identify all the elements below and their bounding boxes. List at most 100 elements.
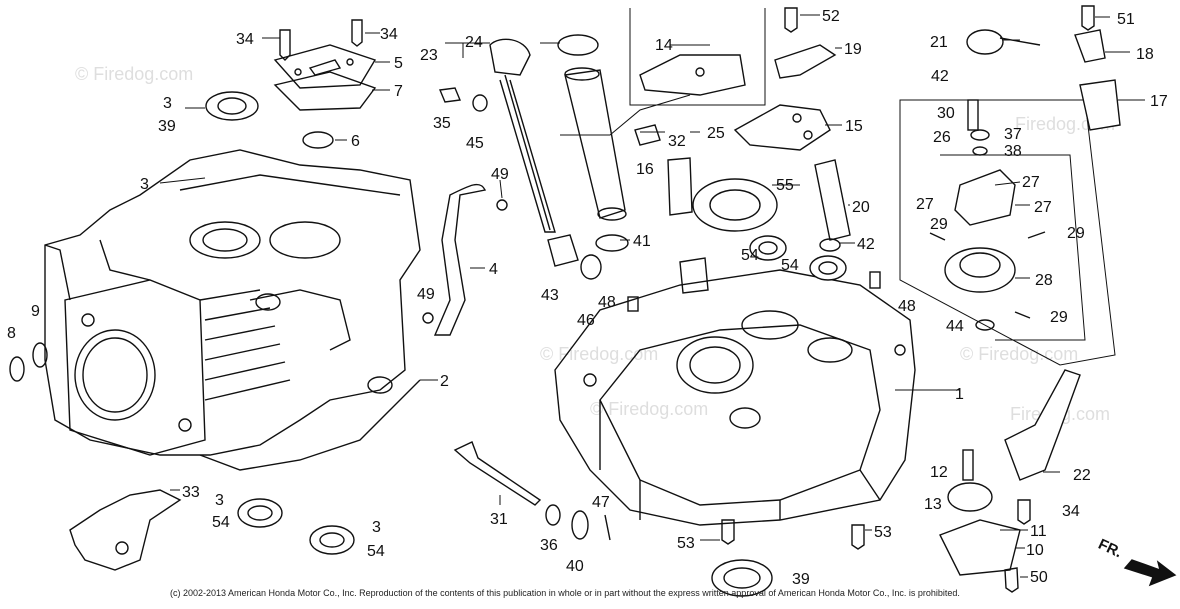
callout-21: 21 <box>930 34 948 51</box>
callout-27: 27 <box>1022 174 1040 191</box>
bolt-34[interactable] <box>279 19 363 61</box>
callout-49: 49 <box>491 166 509 183</box>
callout-33: 33 <box>182 484 200 501</box>
callout-19: 19 <box>844 41 862 58</box>
callout-22: 22 <box>1073 467 1091 484</box>
callout-32: 32 <box>668 133 686 150</box>
watermark: © Firedog.com <box>590 399 708 419</box>
callout-45: 45 <box>466 135 484 152</box>
bracket-19[interactable] <box>774 44 837 79</box>
callout-2: 2 <box>440 373 449 390</box>
callout-14: 14 <box>655 37 673 54</box>
cylinder-block[interactable] <box>44 149 421 471</box>
front-direction-arrow <box>1123 559 1177 587</box>
pin-47[interactable] <box>604 514 611 541</box>
callout-49: 49 <box>417 286 435 303</box>
pin-29[interactable] <box>929 231 1046 319</box>
bolt-50[interactable] <box>1004 567 1019 593</box>
shaft-12[interactable] <box>962 449 974 481</box>
callout-54: 54 <box>212 514 230 531</box>
bearing-54a[interactable] <box>237 498 283 528</box>
callout-40: 40 <box>566 558 584 575</box>
callout-34: 34 <box>380 26 398 43</box>
washer-40[interactable] <box>571 510 589 540</box>
callout-43: 43 <box>541 287 559 304</box>
pin-32[interactable] <box>634 124 661 146</box>
gear-28[interactable] <box>944 247 1016 293</box>
callout-53: 53 <box>677 535 695 552</box>
callout-53: 53 <box>874 524 892 541</box>
callout-27: 27 <box>916 196 934 213</box>
bearing-54d[interactable] <box>809 255 847 281</box>
bracket-17[interactable] <box>1079 79 1121 131</box>
bolt-51[interactable] <box>1081 5 1095 31</box>
callout-8: 8 <box>7 325 16 342</box>
gear-13[interactable] <box>947 482 993 512</box>
clip-49[interactable] <box>422 199 508 324</box>
bearing-54c[interactable] <box>749 235 787 261</box>
callout-4: 4 <box>489 261 498 278</box>
callout-24: 24 <box>465 34 483 51</box>
bolt-35[interactable] <box>439 87 461 103</box>
screen-20[interactable] <box>814 159 851 241</box>
lever-22[interactable] <box>1004 369 1081 481</box>
callout-44: 44 <box>946 318 964 335</box>
callout-29: 29 <box>1067 225 1085 242</box>
bearing-cage-33[interactable] <box>69 489 182 571</box>
oil-seal-39[interactable] <box>205 91 259 121</box>
callout-9: 9 <box>31 303 40 320</box>
drain-plug-43[interactable] <box>547 234 579 267</box>
clip-38[interactable] <box>972 146 988 156</box>
gasket-plate-5[interactable] <box>273 44 377 89</box>
callout-12: 12 <box>930 464 948 481</box>
callouts: 1 2 3 3 3 3 4 5 6 7 8 9 10 11 12 13 14 1… <box>7 8 1168 588</box>
callout-28: 28 <box>1035 272 1053 289</box>
bracket-18[interactable] <box>1074 29 1106 63</box>
plug-8[interactable] <box>9 356 25 382</box>
callout-30: 30 <box>937 105 955 122</box>
callout-3: 3 <box>372 519 381 536</box>
plug-6[interactable] <box>302 131 334 149</box>
bolt-52[interactable] <box>784 7 798 33</box>
washer-44[interactable] <box>975 319 995 331</box>
bearing-54b[interactable] <box>309 525 355 555</box>
callout-29: 29 <box>930 216 948 233</box>
seal-9[interactable] <box>32 342 48 368</box>
callout-3: 3 <box>140 176 149 193</box>
callout-27: 27 <box>1034 199 1052 216</box>
gasket-7[interactable] <box>273 71 377 111</box>
pin-48b[interactable] <box>869 271 881 289</box>
callout-55: 55 <box>776 177 794 194</box>
dipstick-23[interactable] <box>489 38 556 233</box>
weight-27[interactable] <box>954 169 1016 226</box>
o-ring-41[interactable] <box>595 234 629 252</box>
arm-21[interactable] <box>966 29 1041 55</box>
bolt-34c[interactable] <box>1017 499 1031 525</box>
bearing-55[interactable] <box>692 178 778 232</box>
rod-31[interactable] <box>453 441 542 506</box>
governor-box <box>899 99 1116 366</box>
washer-37[interactable] <box>970 129 990 141</box>
filler-tube-25[interactable] <box>564 67 627 221</box>
o-ring-42b[interactable] <box>819 238 841 252</box>
cover-16[interactable] <box>667 157 693 216</box>
o-ring-24[interactable] <box>557 34 599 56</box>
callout-39: 39 <box>792 571 810 588</box>
washer-45[interactable] <box>472 94 488 112</box>
breather-tube-4[interactable] <box>433 183 487 336</box>
watermark: © Firedog.com <box>75 64 193 84</box>
crankcase-cover[interactable] <box>554 257 916 526</box>
oil-seal-39b[interactable] <box>711 559 773 597</box>
callout-17: 17 <box>1150 93 1168 110</box>
callout-34: 34 <box>1062 503 1080 520</box>
washer-36[interactable] <box>545 504 561 526</box>
callout-46: 46 <box>577 312 595 329</box>
plate-15[interactable] <box>733 104 831 151</box>
callout-26: 26 <box>933 129 951 146</box>
callout-1: 1 <box>955 386 964 403</box>
washer-46[interactable] <box>580 254 602 280</box>
bolt-53[interactable] <box>721 519 865 550</box>
shaft-30[interactable] <box>967 99 979 131</box>
cover-10-11[interactable] <box>939 519 1021 576</box>
pin-48a[interactable] <box>627 296 639 312</box>
